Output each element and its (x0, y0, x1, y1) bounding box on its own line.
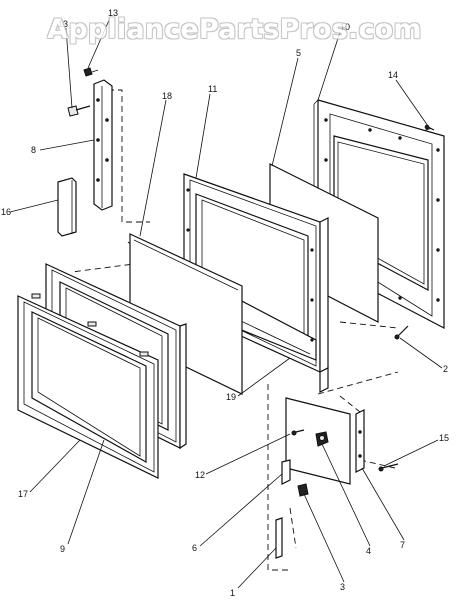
callout-17-door-frame: 17 (18, 489, 28, 499)
callout-1-plate: 1 (230, 588, 235, 598)
callout-labels: 13 13 10 5 14 18 11 8 16 2 19 12 15 6 4 … (1, 8, 449, 598)
callout-2-screw: 2 (443, 364, 448, 374)
callout-11-inner-frame: 11 (208, 84, 217, 94)
latch-assembly (275, 124, 435, 559)
callout-14-screw: 14 (388, 70, 398, 80)
callout-7-bracket: 7 (400, 540, 405, 550)
leader-lines (9, 17, 443, 589)
part-12-screw (291, 430, 297, 436)
part-6-latch-piece (281, 459, 291, 485)
callout-4-switch: 4 (366, 546, 371, 556)
callout-18-glass: 18 (162, 91, 172, 101)
callout-5-insulation: 5 (296, 48, 301, 58)
part-2-screw (394, 334, 400, 340)
part-7-bracket (355, 409, 365, 473)
callout-10-outer-panel: 10 (340, 22, 350, 32)
part-1-plate (275, 517, 283, 559)
callout-15-screw: 15 (439, 433, 449, 443)
part-9-door-trim (17, 293, 159, 479)
callout-9-door-trim: 9 (60, 544, 65, 554)
callout-8-hinge: 8 (31, 145, 36, 155)
part-3-switch (297, 483, 309, 497)
part-16-block (57, 177, 77, 237)
part-13-screws (67, 67, 99, 117)
callout-16-block: 16 (1, 207, 11, 217)
callout-13-screw: 13 (58, 19, 68, 29)
callout-3-switch: 3 (340, 582, 345, 592)
callout-19: 19 (226, 392, 236, 402)
callout-12-screw: 12 (195, 470, 205, 480)
callout-6-latch: 6 (192, 543, 197, 553)
callout-13-screw-upper: 13 (108, 8, 118, 18)
part-15-screw (378, 466, 384, 472)
part-8-hinge-bracket (93, 79, 113, 211)
